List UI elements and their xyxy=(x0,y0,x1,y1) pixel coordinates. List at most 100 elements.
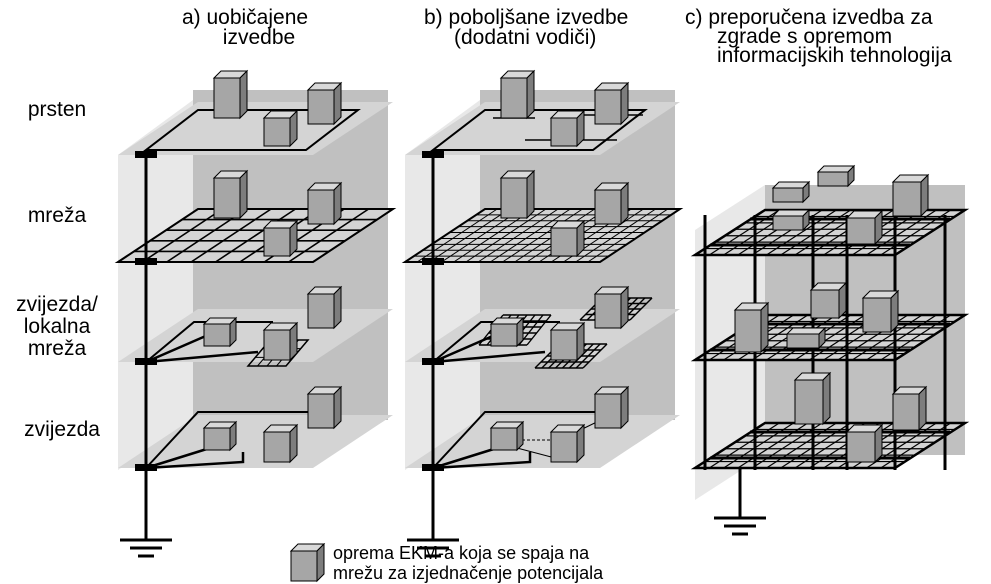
box-side xyxy=(289,109,298,148)
ring-conductor xyxy=(143,109,361,151)
box-side xyxy=(620,385,629,430)
box-front xyxy=(786,333,820,349)
column-a-prefix: a) xyxy=(181,6,201,29)
box-front xyxy=(594,189,622,225)
box-side xyxy=(289,219,298,258)
mesh-outline xyxy=(114,208,397,263)
box-front xyxy=(307,189,335,225)
box-side xyxy=(333,285,342,330)
box-front xyxy=(203,323,231,347)
star-branch xyxy=(145,321,273,363)
box-front xyxy=(550,227,578,257)
column-b-building xyxy=(401,69,684,558)
row-label-zl-line-2: lokalna xyxy=(23,315,91,338)
equipment-box xyxy=(816,164,856,188)
grid-line xyxy=(465,208,547,263)
box-front xyxy=(490,427,518,451)
equipment xyxy=(489,69,630,464)
box-side xyxy=(822,371,831,426)
equipment-box xyxy=(861,289,900,334)
star-branch xyxy=(432,411,605,469)
box-front xyxy=(810,289,840,319)
star-branch xyxy=(145,350,259,364)
equipment xyxy=(202,69,343,464)
column-a-title: a) uobičajene izvedbe xyxy=(170,6,320,49)
legend-text: oprema EKM-a koja se spaja na mrežu za i… xyxy=(333,543,603,583)
box-side xyxy=(920,173,929,218)
equipment-box xyxy=(593,385,630,430)
row-label-zl-line-1: zvijezda/ xyxy=(16,293,98,316)
equipment-box xyxy=(262,219,299,258)
equipment-box xyxy=(549,109,586,148)
column-c-title-line-3: informacijskih tehnologija xyxy=(717,44,952,67)
row-label-zvijezda-line-1: zvijezda xyxy=(24,418,100,441)
grid-line xyxy=(477,208,559,263)
box-front xyxy=(213,77,241,119)
equipment-box xyxy=(499,169,536,220)
busbar-node-2 xyxy=(135,258,157,265)
grid-line xyxy=(416,208,498,263)
mesh-outline xyxy=(690,208,970,257)
box-front xyxy=(490,323,518,347)
equipment-box xyxy=(549,219,586,258)
row-label-zvijezda-lokalna-mreza: zvijezda/ lokalna mreža xyxy=(4,294,110,360)
equipment-box xyxy=(549,321,586,362)
box-side xyxy=(620,81,629,126)
grid-line xyxy=(526,314,552,346)
grid-line xyxy=(288,208,370,263)
box-front xyxy=(550,329,578,361)
box-side xyxy=(526,169,535,220)
box-side xyxy=(576,423,585,464)
equipment-box xyxy=(793,371,832,426)
box-side xyxy=(576,109,585,148)
box-front xyxy=(846,217,876,245)
equipment-box xyxy=(262,321,299,362)
box-side xyxy=(576,321,585,362)
box-front xyxy=(307,89,335,125)
busbar-node-3 xyxy=(422,358,444,365)
equipment-box xyxy=(202,420,238,452)
grid-line xyxy=(215,208,296,263)
box-front xyxy=(307,393,335,429)
box-front xyxy=(734,309,762,353)
row-label-zvijezda: zvijezda xyxy=(12,418,112,441)
box-side xyxy=(333,181,342,226)
equipment-box xyxy=(809,281,848,320)
column-a-title-line-2: izvedbe xyxy=(222,26,296,49)
equipment-box xyxy=(212,69,249,120)
box-front xyxy=(263,431,291,463)
column-b-title: b) poboljšane izvedbe (dodatni vodiči) xyxy=(424,7,664,48)
equipment-box xyxy=(593,285,630,330)
box-side xyxy=(918,385,927,432)
box-side xyxy=(333,81,342,126)
equipment-box xyxy=(499,69,536,120)
box-front xyxy=(307,293,335,329)
box-front xyxy=(794,379,824,425)
row-label-zl-line-3: mreža xyxy=(27,337,87,360)
equipment-box xyxy=(489,420,525,452)
equipment-box xyxy=(306,385,343,430)
box-front xyxy=(594,89,622,125)
box-front xyxy=(772,215,804,231)
equipment-box xyxy=(845,209,884,246)
star-branch xyxy=(145,411,318,469)
equipment-box xyxy=(891,385,928,432)
mesh-outline xyxy=(690,421,970,470)
busbar-node-2 xyxy=(422,258,444,265)
box-front xyxy=(263,227,291,257)
equipment-box xyxy=(891,173,930,218)
box-front xyxy=(892,393,920,431)
box-side xyxy=(760,301,769,354)
equipment-box xyxy=(549,423,586,464)
grid-line xyxy=(587,208,669,263)
box-front xyxy=(817,171,849,187)
grid-line xyxy=(502,208,583,263)
column-c-prefix: c) xyxy=(685,6,703,29)
star-branch xyxy=(432,350,546,364)
earth-symbol xyxy=(714,478,766,536)
mesh-outline xyxy=(401,208,684,263)
box-side xyxy=(289,423,298,464)
box-side xyxy=(874,423,883,464)
earth-symbol xyxy=(407,500,459,558)
